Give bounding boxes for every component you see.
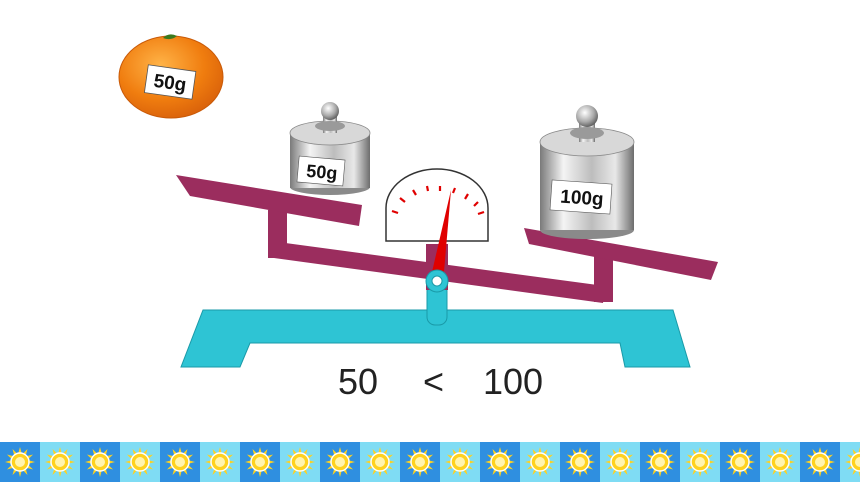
border-tile (160, 442, 200, 482)
sun-icon (605, 447, 635, 477)
sun-icon (125, 447, 155, 477)
border-tile (600, 442, 640, 482)
scale-dial (385, 168, 489, 272)
right-weight-100g: 100g (539, 105, 635, 239)
sun-icon (445, 447, 475, 477)
border-tile (120, 442, 160, 482)
border-tile (40, 442, 80, 482)
sun-icon (485, 447, 515, 477)
border-tile (400, 442, 440, 482)
border-tile (240, 442, 280, 482)
border-tile (720, 442, 760, 482)
border-tile (480, 442, 520, 482)
orange-label-tag (143, 64, 197, 100)
border-tile (760, 442, 800, 482)
left-weight-label: 50g (306, 161, 339, 184)
sun-icon (165, 447, 195, 477)
sun-icon (45, 447, 75, 477)
sun-icon (205, 447, 235, 477)
border-tile (320, 442, 360, 482)
sun-icon (565, 447, 595, 477)
sun-icon (5, 447, 35, 477)
sun-icon (325, 447, 355, 477)
border-tile (840, 442, 860, 482)
orange-weight-label: 50g (152, 71, 187, 96)
border-tile (800, 442, 840, 482)
border-tile (280, 442, 320, 482)
border-tile (520, 442, 560, 482)
comparison-operator: < (423, 361, 445, 402)
sun-icon (645, 447, 675, 477)
border-tile (360, 442, 400, 482)
orange-leaf-icon (163, 34, 177, 40)
sun-icon (405, 447, 435, 477)
sun-icon (805, 447, 835, 477)
sun-icon (845, 447, 860, 477)
right-weight-label: 100g (560, 187, 605, 211)
border-tile (80, 442, 120, 482)
left-weight-knob-icon (321, 102, 339, 120)
border-tile (680, 442, 720, 482)
left-pan (176, 175, 362, 226)
sun-icon (525, 447, 555, 477)
left-weight-50g: 50g (289, 102, 371, 195)
dial-ticks (391, 185, 485, 216)
sun-icon (245, 447, 275, 477)
sun-icon (285, 447, 315, 477)
border-tile (440, 442, 480, 482)
orange-fruit: 50g (118, 34, 224, 119)
sun-icon (685, 447, 715, 477)
border-tile (0, 442, 40, 482)
sun-icon (765, 447, 795, 477)
sun-icon (725, 447, 755, 477)
scale-base (180, 282, 691, 368)
comparison-left-value: 50 (338, 361, 379, 402)
sun-border-strip (0, 442, 860, 482)
right-pan (524, 228, 718, 280)
dial-needle (432, 190, 451, 272)
right-weight-knob-icon (576, 105, 598, 127)
sun-icon (85, 447, 115, 477)
sun-icon (365, 447, 395, 477)
comparison-right-value: 100 (483, 361, 544, 402)
border-tile (200, 442, 240, 482)
border-tile (640, 442, 680, 482)
border-tile (560, 442, 600, 482)
